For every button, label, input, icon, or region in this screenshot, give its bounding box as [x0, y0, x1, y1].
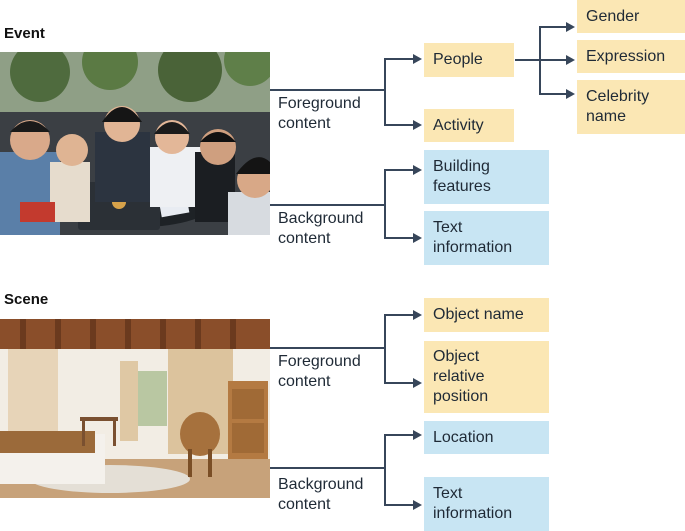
- connector-people-attributes: [515, 26, 567, 95]
- label-line: content: [278, 373, 331, 390]
- connector-event-foreground: [270, 58, 414, 126]
- arrowhead: [413, 233, 422, 243]
- connector-scene-foreground: [270, 314, 414, 384]
- box-object-name: Object name: [424, 298, 549, 332]
- arrowhead: [566, 89, 575, 99]
- box-text: position: [433, 388, 489, 405]
- box-text: Object: [433, 348, 480, 365]
- box-text: Building: [433, 158, 490, 175]
- box-text: name: [586, 108, 627, 125]
- arrowhead: [413, 120, 422, 130]
- box-celebrity-name: Celebrity name: [577, 80, 685, 134]
- arrowhead: [413, 310, 422, 320]
- box-location: Location: [424, 421, 549, 454]
- event-background-label: Background content: [278, 209, 363, 249]
- box-text: Location: [433, 428, 494, 446]
- scene-foreground-label: Foreground content: [278, 352, 361, 392]
- box-text-information-event: Text information: [424, 211, 549, 265]
- label-line: content: [278, 496, 331, 513]
- box-text: Object name: [433, 306, 524, 323]
- scene-section-title: Scene: [4, 291, 49, 308]
- box-activity: Activity: [424, 109, 514, 142]
- box-text: People: [433, 51, 483, 68]
- connector-event-background: [270, 169, 414, 239]
- box-gender: Gender: [577, 0, 685, 33]
- label-line: Background: [278, 210, 364, 227]
- event-foreground-label: Foreground content: [278, 94, 361, 134]
- arrowhead: [413, 165, 422, 175]
- arrowhead: [413, 378, 422, 388]
- box-text: Gender: [586, 7, 640, 25]
- box-text: Expression: [586, 47, 666, 65]
- box-text-information-scene: Text information: [424, 477, 549, 531]
- label-line: content: [278, 230, 331, 247]
- arrowhead: [413, 54, 422, 64]
- box-people: People: [424, 43, 514, 77]
- arrowhead: [413, 430, 422, 440]
- label-line: Foreground: [278, 95, 361, 112]
- box-text: relative: [433, 368, 485, 385]
- box-expression: Expression: [577, 40, 685, 73]
- label-line: content: [278, 115, 331, 132]
- connector-scene-background: [270, 434, 414, 506]
- arrowhead: [566, 22, 575, 32]
- box-text: information: [433, 239, 513, 256]
- event-photo: [0, 52, 270, 235]
- arrowhead: [413, 500, 422, 510]
- box-text: features: [433, 178, 491, 195]
- label-line: Foreground: [278, 353, 361, 370]
- event-section-title: Event: [4, 25, 45, 42]
- box-text: Text: [433, 485, 463, 502]
- box-text: information: [433, 505, 513, 522]
- scene-background-label: Background content: [278, 475, 363, 515]
- box-building-features: Building features: [424, 150, 549, 204]
- box-object-relative-position: Object relative position: [424, 341, 549, 413]
- box-text: Celebrity: [586, 88, 650, 105]
- arrowhead: [566, 55, 575, 65]
- label-line: Background: [278, 476, 364, 493]
- box-text: Activity: [433, 116, 484, 134]
- box-text: Text: [433, 219, 463, 236]
- scene-photo: [0, 319, 270, 498]
